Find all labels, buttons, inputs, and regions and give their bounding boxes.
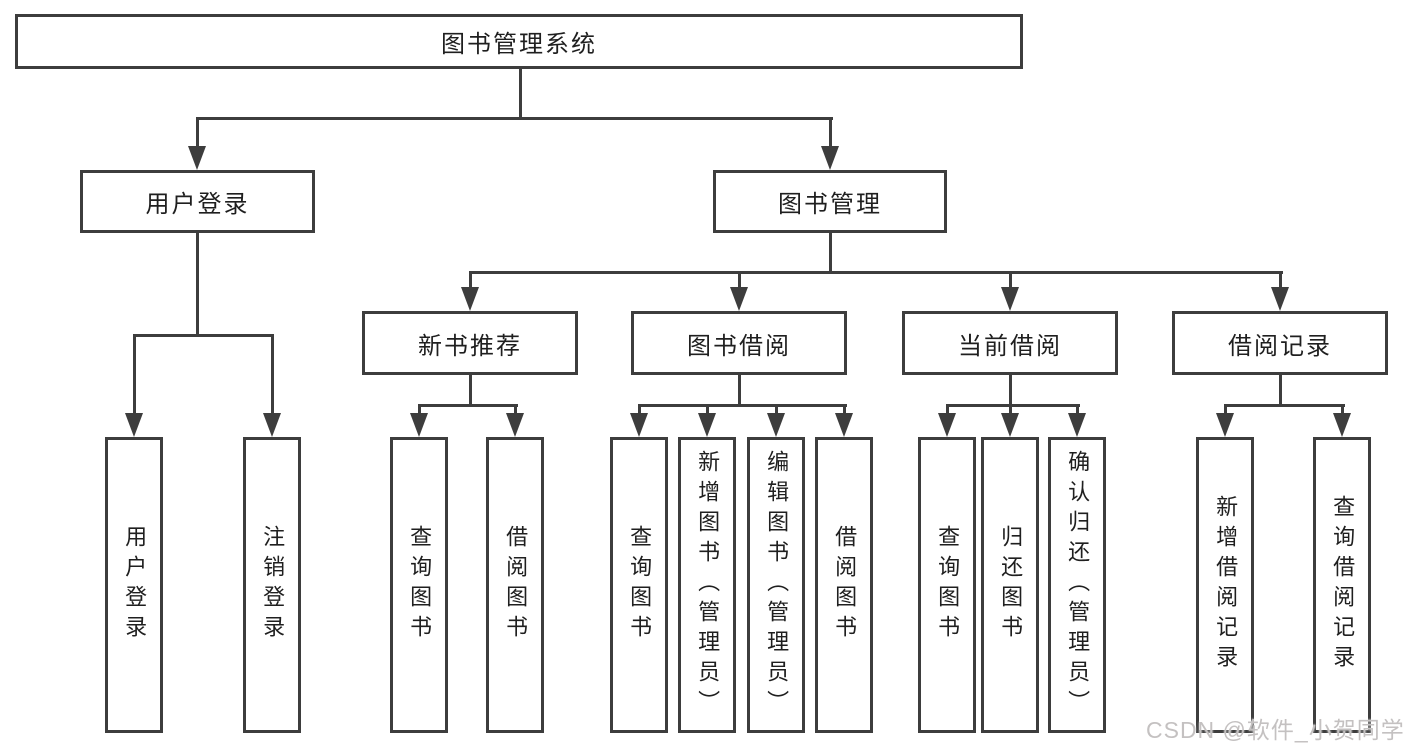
arrow-down-icon <box>938 413 956 437</box>
node-user-login: 用户登录 <box>105 437 163 733</box>
connector-line-v <box>1279 271 1282 291</box>
node-book-borrowing: 图书借阅 <box>631 311 847 375</box>
arrow-down-icon <box>1001 287 1019 311</box>
connector-line-v <box>1224 404 1227 418</box>
arrow-down-icon <box>506 413 524 437</box>
connector-line-v <box>738 271 741 291</box>
connector-line-h <box>469 271 1283 274</box>
node-label: 确认归还（管理员） <box>1065 450 1091 720</box>
connector-line-v <box>1009 404 1012 418</box>
connector-line-h <box>418 404 518 407</box>
arrow-down-icon <box>1216 413 1234 437</box>
node-logout: 注销登录 <box>243 437 301 733</box>
node-confirm-return-admin: 确认归还（管理员） <box>1048 437 1106 733</box>
node-edit-books-admin: 编辑图书（管理员） <box>747 437 805 733</box>
connector-line-v <box>1009 375 1012 406</box>
node-label: 新书推荐 <box>418 332 522 360</box>
connector-line-v <box>196 117 199 150</box>
arrow-down-icon <box>410 413 428 437</box>
node-label: 图书借阅 <box>687 332 791 360</box>
connector-line-v <box>829 233 832 274</box>
node-label: 用户登录 <box>145 191 250 218</box>
connector-line-v <box>418 404 421 418</box>
node-label: 图书管理 <box>778 191 882 218</box>
arrow-down-icon <box>125 413 143 437</box>
node-label: 查询图书 <box>627 525 653 645</box>
node-label: 借阅记录 <box>1228 332 1332 360</box>
connector-line-v <box>196 233 199 337</box>
arrow-down-icon <box>263 413 281 437</box>
arrow-down-icon <box>1333 413 1351 437</box>
node-user-login-branch: 用户登录 <box>80 170 315 233</box>
node-label: 借阅图书 <box>832 525 858 645</box>
node-query-borrow-record: 查询借阅记录 <box>1313 437 1371 733</box>
arrow-down-icon <box>188 146 206 170</box>
connector-line-v <box>133 334 136 416</box>
connector-line-v <box>829 117 832 150</box>
node-label: 新增借阅记录 <box>1213 495 1239 675</box>
connector-line-v <box>514 404 517 418</box>
node-label: 当前借阅 <box>958 332 1062 360</box>
arrow-down-icon <box>767 413 785 437</box>
node-new-book-recommendation: 新书推荐 <box>362 311 578 375</box>
node-query-books-borrow: 查询图书 <box>610 437 668 733</box>
connector-line-v <box>469 375 472 406</box>
arrow-down-icon <box>1271 287 1289 311</box>
node-current-borrowing: 当前借阅 <box>902 311 1118 375</box>
connector-line-v <box>1076 404 1079 418</box>
node-label: 用户登录 <box>122 525 148 645</box>
connector-line-v <box>706 404 709 418</box>
arrow-down-icon <box>630 413 648 437</box>
node-label: 图书管理系统 <box>441 31 597 58</box>
connector-line-h <box>196 117 833 120</box>
node-return-books: 归还图书 <box>981 437 1039 733</box>
node-label: 借阅图书 <box>503 525 529 645</box>
node-borrow-books-recommend: 借阅图书 <box>486 437 544 733</box>
connector-line-h <box>1224 404 1345 407</box>
node-borrow-books: 借阅图书 <box>815 437 873 733</box>
connector-line-v <box>1279 375 1282 406</box>
node-query-books-current: 查询图书 <box>918 437 976 733</box>
connector-line-v <box>1341 404 1344 418</box>
node-label: 查询图书 <box>407 525 433 645</box>
arrow-down-icon <box>835 413 853 437</box>
node-book-management: 图书管理 <box>713 170 947 233</box>
node-add-borrow-record: 新增借阅记录 <box>1196 437 1254 733</box>
node-add-books-admin: 新增图书（管理员） <box>678 437 736 733</box>
csdn-watermark: CSDN @软件_小贺同学 <box>1146 717 1405 743</box>
connector-line-v <box>946 404 949 418</box>
node-label: 编辑图书（管理员） <box>764 450 790 720</box>
node-label: 注销登录 <box>260 525 286 645</box>
arrow-down-icon <box>698 413 716 437</box>
arrow-down-icon <box>1001 413 1019 437</box>
node-query-books-recommend: 查询图书 <box>390 437 448 733</box>
arrow-down-icon <box>461 287 479 311</box>
connector-line-v <box>271 334 274 416</box>
node-label: 查询图书 <box>935 525 961 645</box>
connector-line-h <box>946 404 1080 407</box>
arrow-down-icon <box>1068 413 1086 437</box>
node-label: 查询借阅记录 <box>1330 495 1356 675</box>
connector-line-v <box>738 375 741 406</box>
connector-line-v <box>1009 271 1012 291</box>
connector-line-v <box>843 404 846 418</box>
node-library-management-system: 图书管理系统 <box>15 14 1023 69</box>
connector-line-v <box>519 69 522 119</box>
node-borrowing-records: 借阅记录 <box>1172 311 1388 375</box>
node-label: 归还图书 <box>998 525 1024 645</box>
node-label: 新增图书（管理员） <box>695 450 721 720</box>
connector-line-v <box>638 404 641 418</box>
connector-line-h <box>133 334 274 337</box>
connector-line-h <box>638 404 847 407</box>
arrow-down-icon <box>730 287 748 311</box>
arrow-down-icon <box>821 146 839 170</box>
connector-line-v <box>469 271 472 291</box>
connector-line-v <box>775 404 778 418</box>
